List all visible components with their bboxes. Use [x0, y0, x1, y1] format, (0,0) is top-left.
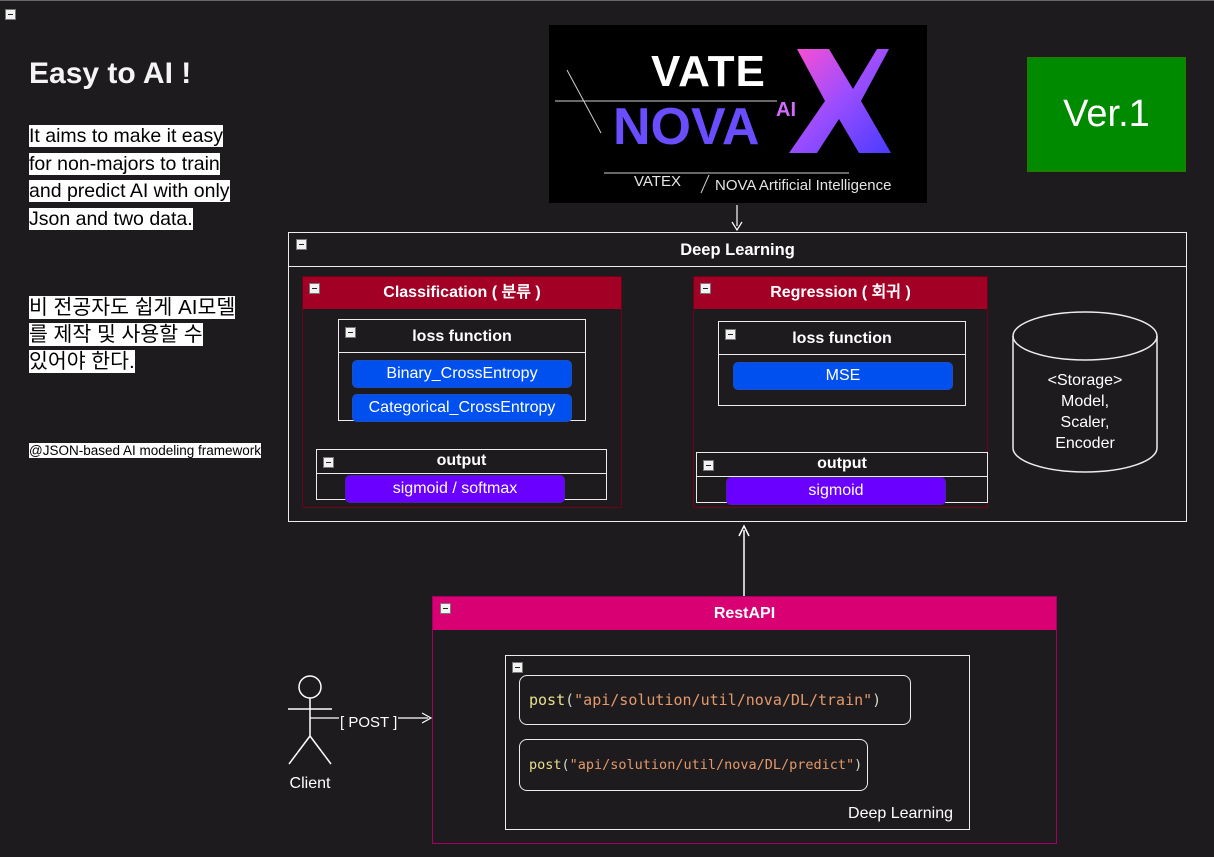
client-actor-icon	[288, 675, 332, 765]
regression-box: Regression ( 회귀 )	[693, 276, 988, 508]
client-label: Client	[289, 775, 331, 792]
desc-en-line-3: and predict AI with only	[29, 180, 230, 202]
storage-line-3: Scaler,	[1060, 414, 1110, 431]
endpoint-predict-path: "api/solution/util/nova/DL/predict"	[569, 757, 855, 773]
endpoint-group-label: Deep Learning	[848, 805, 953, 822]
collapse-icon[interactable]	[440, 603, 451, 614]
logo-subtitle-right: NOVA Artificial Intelligence	[715, 177, 892, 194]
desc-en-line-4: Json and two data.	[29, 207, 193, 230]
description-ko: 비 전공자도 쉽게 AI모델 를 제작 및 사용할 수 있어야 한다.	[29, 294, 289, 375]
loss-categorical-crossentropy[interactable]: Categorical_CrossEntropy	[352, 394, 572, 422]
collapse-icon[interactable]	[323, 457, 334, 468]
logo-decoration	[555, 49, 891, 194]
storage-cylinder	[1012, 311, 1158, 473]
regression-loss-title: loss function	[719, 322, 965, 355]
logo-line2: NOVA	[613, 98, 760, 156]
x-shape	[789, 49, 891, 153]
storage-line-2: Model,	[1060, 393, 1110, 410]
output-sigmoid-softmax[interactable]: sigmoid / softmax	[345, 475, 565, 503]
classification-title: Classification ( 분류 )	[303, 277, 621, 309]
regression-output-title: output	[697, 453, 987, 477]
logo-line1: VATE	[651, 47, 766, 96]
endpoint-group: Deep Learning	[505, 655, 970, 830]
collapse-icon[interactable]	[703, 460, 714, 471]
storage-line-1: <Storage>	[1047, 372, 1123, 389]
regression-loss-box: loss function	[718, 321, 966, 406]
storage-label: <Storage> Model, Scaler, Encoder	[1013, 370, 1157, 454]
classification-loss-title: loss function	[339, 320, 585, 353]
tagline-text: @JSON-based AI modeling framework	[29, 443, 262, 458]
restapi-title: RestAPI	[433, 597, 1056, 630]
top-border	[0, 0, 1214, 1]
desc-ko-line-1: 비 전공자도 쉽게 AI모델	[29, 296, 236, 319]
endpoint-train-path: "api/solution/util/nova/DL/train"	[574, 691, 873, 709]
endpoint-predict[interactable]: post("api/solution/util/nova/DL/predict"…	[519, 739, 868, 791]
version-badge: Ver.1	[1027, 57, 1186, 172]
output-sigmoid[interactable]: sigmoid	[726, 477, 946, 505]
logo-subtitle-left: VATEX	[634, 173, 681, 190]
endpoint-train[interactable]: post("api/solution/util/nova/DL/train")	[519, 675, 911, 725]
storage-line-4: Encoder	[1055, 435, 1115, 452]
endpoint-predict-fn: post	[529, 757, 562, 773]
collapse-icon[interactable]	[725, 329, 736, 340]
deep-learning-container: Deep Learning	[288, 232, 1187, 522]
desc-en-line-2: for non-majors to train	[29, 152, 220, 175]
logo: VATE NOVA AI VATEX NOVA Artificial Intel…	[549, 25, 927, 203]
loss-binary-crossentropy[interactable]: Binary_CrossEntropy	[352, 360, 572, 388]
loss-mse[interactable]: MSE	[733, 362, 953, 390]
desc-en-line-1: It aims to make it easy	[29, 125, 223, 147]
collapse-icon[interactable]	[512, 662, 523, 673]
collapse-icon[interactable]	[5, 9, 16, 20]
desc-ko-line-3: 있어야 한다.	[29, 350, 135, 373]
logo-ai: AI	[776, 99, 796, 121]
collapse-icon[interactable]	[296, 239, 307, 250]
collapse-icon[interactable]	[700, 283, 711, 294]
collapse-icon[interactable]	[309, 283, 320, 294]
deep-learning-title: Deep Learning	[289, 233, 1186, 267]
post-edge-label: [ POST ]	[339, 714, 399, 731]
desc-ko-line-2: 를 제작 및 사용할 수	[29, 323, 203, 346]
collapse-icon[interactable]	[345, 327, 356, 338]
restapi-box: RestAPI	[432, 596, 1057, 844]
page-title: Easy to AI !	[29, 57, 192, 90]
classification-output-title: output	[317, 450, 606, 474]
tagline: @JSON-based AI modeling framework	[29, 442, 262, 459]
classification-box: Classification ( 분류 )	[302, 276, 622, 508]
endpoint-train-fn: post	[529, 691, 566, 709]
description-en: It aims to make it easy for non-majors t…	[29, 123, 279, 233]
regression-title: Regression ( 회귀 )	[694, 277, 987, 309]
